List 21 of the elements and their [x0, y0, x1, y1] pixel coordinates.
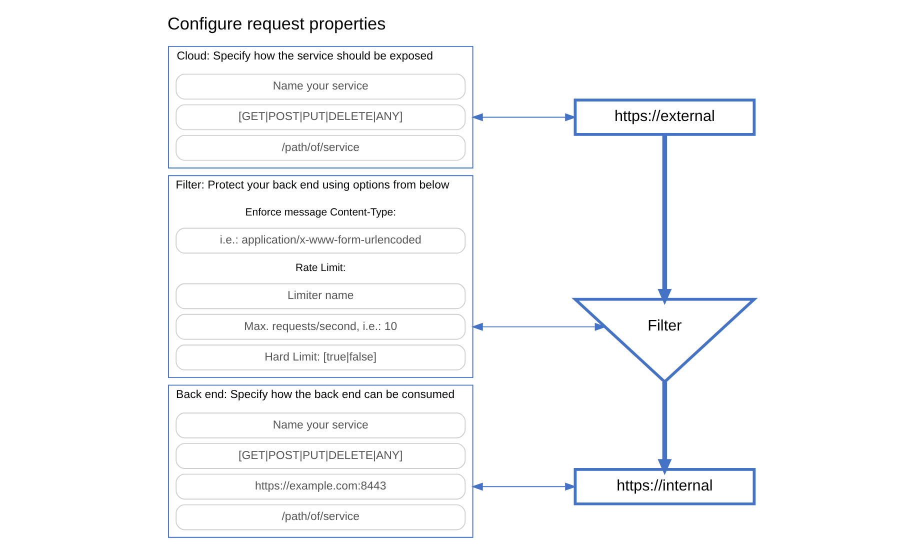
node-box: https://example.com:8443: [176, 474, 466, 500]
arrow: [471, 113, 577, 122]
node-box: Hard Limit: [true|false]: [176, 344, 466, 370]
node-box: /path/of/service: [176, 504, 466, 530]
node-box: Name your service: [176, 74, 466, 100]
node-box: https://external: [574, 98, 756, 136]
node-box: Name your service: [176, 412, 466, 438]
node-box: i.e.: application/x-www-form-urlencoded: [176, 228, 466, 254]
node-box: [GET|POST|PUT|DELETE|ANY]: [176, 443, 466, 469]
node-box: https://internal: [574, 468, 756, 506]
arrow: [471, 322, 606, 331]
node-box: [GET|POST|PUT|DELETE|ANY]: [176, 104, 466, 130]
label: Enforce message Content-Type:: [245, 206, 396, 219]
node-box: Limiter name: [176, 283, 466, 310]
diagram-title: Configure request properties: [168, 14, 386, 34]
label: Rate Limit:: [296, 262, 346, 274]
arrow: [658, 382, 672, 476]
node-box: Max. requests/second, i.e.: 10: [176, 314, 466, 340]
arrow: [471, 482, 577, 491]
node-box: /path/of/service: [176, 134, 466, 161]
arrow: [658, 134, 672, 305]
